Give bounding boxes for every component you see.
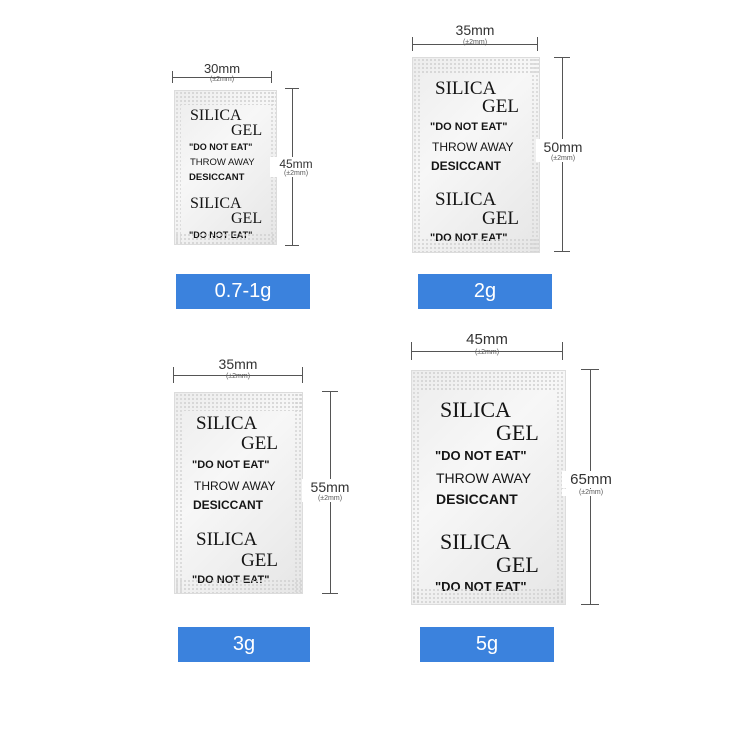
dimension-tick [285,245,299,246]
width-dimension-line [172,77,272,78]
weight-label: 2g [418,274,552,309]
height-label: 45mm [270,157,322,171]
dimension-tick [581,369,599,370]
width-label: 35mm [218,356,258,372]
width-label: 30mm [203,61,241,76]
packet-text-throw-away: THROW AWAY [436,470,532,486]
dimension-tick [537,37,538,51]
dimension-tick [271,71,272,83]
packet-text-gel: GEL [482,208,519,229]
width-label: 45mm [466,331,508,348]
packet-text-gel: GEL [231,122,263,139]
dimension-tick [173,367,174,383]
packet-text-do-not-eat: "DO NOT EAT" [430,232,508,244]
height-tolerance: (±2mm) [270,170,322,177]
dimension-tick [322,593,338,594]
dimension-tick [302,367,303,383]
width-dimension-line [412,44,538,45]
packet-text-desiccant: DESICCANT [431,159,502,173]
packet-text-gel: GEL [241,550,278,571]
packet-text-desiccant: DESICCANT [436,491,518,507]
dimension-tick [412,37,413,51]
packet-text-desiccant: DESICCANT [193,498,264,512]
packet-text-do-not-eat: "DO NOT EAT" [435,448,527,463]
packet-text-throw-away: THROW AWAY [432,140,514,154]
width-label: 35mm [455,22,495,38]
packet-text-gel: GEL [482,96,519,117]
packet-text-silica: SILICA [435,78,497,99]
width-tolerance: (±2mm) [225,373,251,380]
packet-text-throw-away: THROW AWAY [194,479,276,493]
packet-text-desiccant: DESICCANT [189,172,245,183]
dimension-tick [285,88,299,89]
height-tolerance: (±2mm) [562,489,620,496]
packet-text-gel: GEL [241,433,278,454]
width-tolerance: (±2mm) [474,349,500,356]
packet-text-do-not-eat: "DO NOT EAT" [192,574,270,586]
dimension-tick [562,342,563,360]
width-dimension-line [411,351,563,352]
packet-text-silica: SILICA [190,107,242,124]
packet-text-silica: SILICA [190,195,242,212]
dimension-tick [172,71,173,83]
height-label: 50mm [536,139,590,155]
width-dimension-line [173,375,303,376]
silica-gel-packet: SILICA GEL "DO NOT EAT" THROW AWAY DESIC… [411,370,566,605]
weight-label: 5g [420,627,554,662]
packet-text-gel: GEL [496,552,539,577]
height-label: 55mm [302,479,358,495]
packet-text-silica: SILICA [196,413,258,434]
packet-text-silica: SILICA [435,189,497,210]
silica-gel-packet: SILICA GEL "DO NOT EAT" THROW AWAY DESIC… [174,392,303,594]
width-tolerance: (±2mm) [209,76,235,83]
packet-text-do-not-eat: "DO NOT EAT" [435,579,527,594]
packet-text-silica: SILICA [196,529,258,550]
width-tolerance: (±2mm) [462,39,488,46]
dimension-tick [411,342,412,360]
packet-text-gel: GEL [496,420,539,445]
packet-text-do-not-eat: "DO NOT EAT" [430,121,508,133]
packet-text-do-not-eat: "DO NOT EAT" [192,459,270,471]
dimension-tick [581,604,599,605]
dimension-tick [322,391,338,392]
height-label: 65mm [562,471,620,488]
weight-label: 3g [178,627,310,662]
packet-text-silica: SILICA [440,529,511,554]
dimension-tick [554,251,570,252]
packet-text-silica: SILICA [440,397,511,422]
packet-text-do-not-eat: "DO NOT EAT" [189,142,253,152]
silica-gel-packet: SILICA GEL "DO NOT EAT" THROW AWAY DESIC… [412,57,540,253]
packet-text-gel: GEL [231,210,263,227]
dimension-tick [554,57,570,58]
height-tolerance: (±2mm) [536,155,590,162]
packet-text-do-not-eat: "DO NOT EAT" [189,230,253,240]
packet-text-throw-away: THROW AWAY [190,157,255,168]
weight-label: 0.7-1g [176,274,310,309]
height-tolerance: (±2mm) [302,495,358,502]
silica-gel-packet: SILICA GEL "DO NOT EAT" THROW AWAY DESIC… [174,90,277,245]
